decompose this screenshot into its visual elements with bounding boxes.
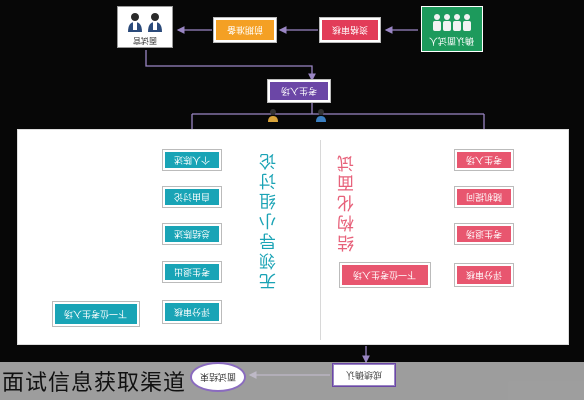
- preparation-box: 前期准备: [213, 17, 277, 43]
- confirm-candidates-card: 确认面试人: [421, 6, 483, 52]
- left-step-3: 总结陈述: [162, 223, 222, 245]
- interview-end-oval: 面试结束: [190, 362, 246, 392]
- qualification-review-box: 资格审核: [319, 17, 381, 43]
- person-icon-left: [268, 109, 278, 122]
- right-step-4: 评分审核: [454, 263, 514, 287]
- left-step-2: 自由讨论: [162, 186, 222, 208]
- right-step-1: 考生入场: [454, 149, 514, 171]
- panel-divider: [320, 140, 321, 340]
- left-next-candidate: 下一位考生入场: [52, 301, 140, 327]
- interviewer-label: 面试官: [133, 36, 157, 45]
- left-section-title: 无领导小组讨论: [260, 150, 280, 290]
- interviewers-icon: [128, 13, 162, 32]
- person-icon-right: [316, 109, 326, 122]
- left-step-5: 评分审核: [162, 300, 222, 324]
- left-step-1: 个人陈述: [162, 149, 222, 171]
- result-confirm-box: 成绩确认: [332, 363, 396, 387]
- right-step-2: 随机提问: [454, 186, 514, 208]
- interviewer-card: 面试官: [117, 6, 173, 48]
- left-step-4: 考生退出: [162, 261, 222, 283]
- confirm-label: 确认面试人: [429, 35, 475, 45]
- right-step-3: 考生退场: [454, 223, 514, 245]
- candidate-entry-box: 考生入场: [267, 79, 331, 103]
- right-section-title: 结构化面试: [338, 152, 358, 252]
- group-people-icon: [433, 14, 471, 31]
- caption-bar: [0, 362, 584, 400]
- right-next-candidate: 下一位考生入场: [339, 262, 431, 288]
- caption-text: 面试信息获取渠道: [2, 371, 187, 396]
